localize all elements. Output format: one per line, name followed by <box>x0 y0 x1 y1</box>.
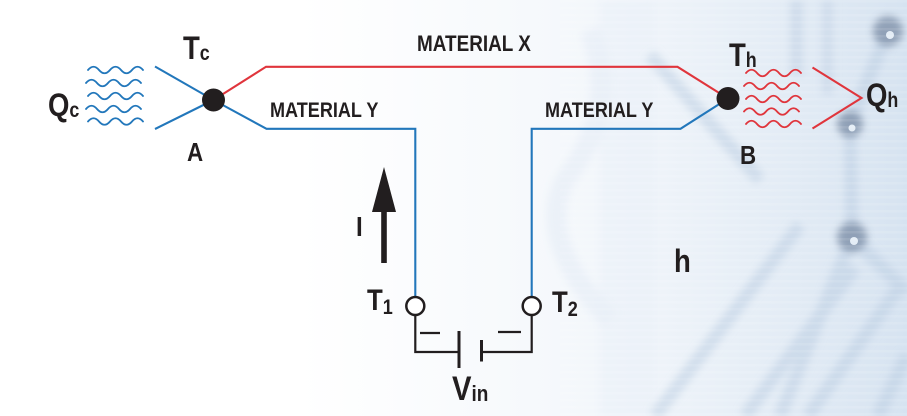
battery-symbol <box>414 315 533 368</box>
voltage-source-label: Vin <box>452 370 489 408</box>
terminal-2-label: T2 <box>552 286 578 321</box>
material-x-wire <box>212 65 729 101</box>
h-note-label: h <box>674 243 691 279</box>
terminal-1-label: T1 <box>367 284 393 319</box>
junction-b-temp-label: Th <box>729 37 757 73</box>
terminal-2-circle <box>521 295 542 317</box>
junction-b-dot <box>716 87 740 110</box>
junction-a-dot <box>202 88 225 112</box>
junction-b-label: B <box>740 140 757 170</box>
cold-heat-waves <box>85 65 144 126</box>
junction-a-temp-label: Tc <box>183 30 210 66</box>
current-label: I <box>356 211 363 242</box>
material-y-right-label: MATERIAL Y <box>545 99 654 122</box>
hot-heat-waves <box>743 68 802 129</box>
background-stripes <box>560 0 907 416</box>
heat-out-arrow <box>811 66 864 130</box>
material-y-left-wire <box>212 99 417 297</box>
material-y-right-wire <box>530 97 729 297</box>
material-y-left-label: MATERIAL Y <box>270 99 379 122</box>
material-x-label: MATERIAL X <box>417 31 531 56</box>
heat-in-label: Qc <box>48 87 80 123</box>
current-arrow <box>372 167 396 263</box>
terminal-1-circle <box>405 295 426 317</box>
junction-a-label: A <box>187 137 204 167</box>
heat-out-label: Qh <box>866 77 899 113</box>
